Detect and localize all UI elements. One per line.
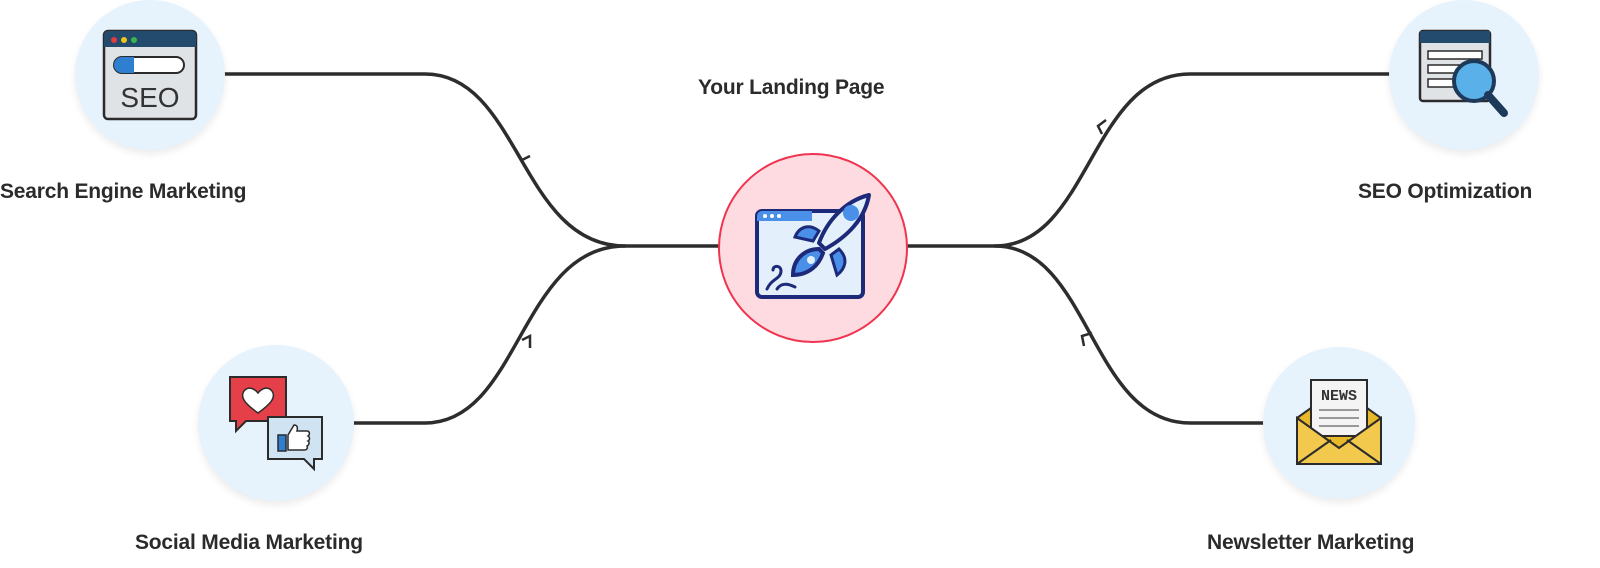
label-social: Social Media Marketing [135,531,363,554]
seo-browser-icon: SEO [102,29,198,121]
line-seo [906,72,1392,248]
magnifier-document-icon [1418,29,1508,117]
rocket-browser-icon [755,193,871,299]
news-envelope-icon: NEWS [1296,379,1382,465]
label-seo: SEO Optimization [1358,180,1533,203]
node-newsletter: NEWS [1263,347,1415,499]
line-social [351,244,627,425]
node-social [198,345,354,501]
svg-text:NEWS: NEWS [1321,388,1357,405]
arrow-icon [521,333,532,348]
node-seo [1389,0,1539,150]
label-sem: Search Engine Marketing [0,180,247,203]
heart-like-bubbles-icon [229,376,323,472]
page-title: Your Landing Page [698,76,885,99]
node-landing-page [718,153,908,343]
arrow-icon [1096,119,1107,135]
arrow-icon [1080,331,1093,347]
node-sem: SEO [75,0,225,150]
label-newsletter: Newsletter Marketing [1207,531,1415,554]
line-sem [223,72,720,248]
arrow-icon [514,149,531,162]
line-newsletter [993,244,1265,425]
svg-text:SEO: SEO [120,82,179,113]
